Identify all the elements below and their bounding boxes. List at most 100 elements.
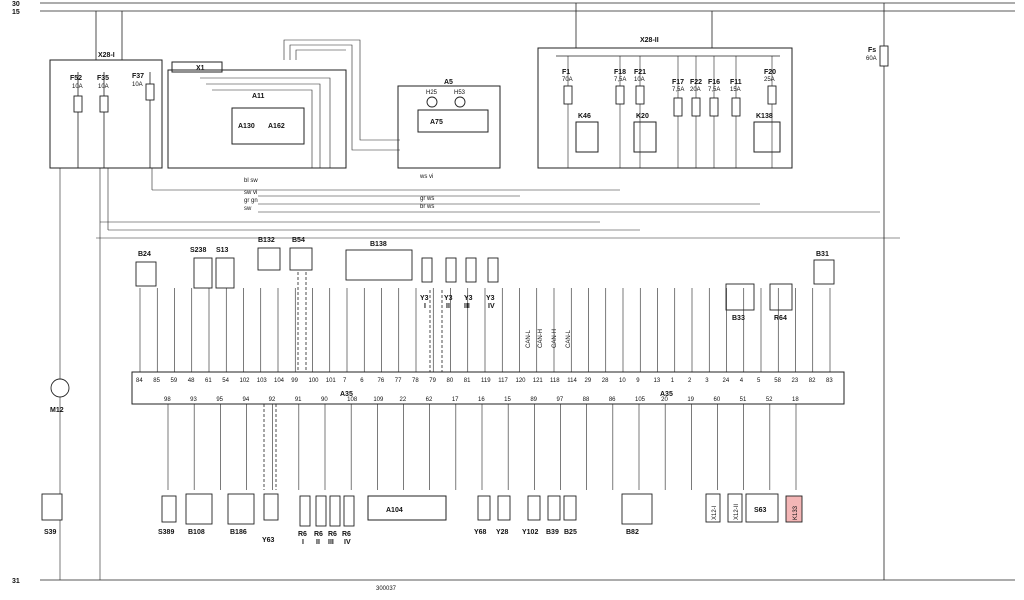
fuse-f37	[145, 83, 155, 101]
ecu-bottom-pin-number: 16	[478, 397, 485, 403]
ecu-top-pin-number: 54	[222, 378, 229, 384]
sensor-b24-label: B24	[138, 251, 151, 258]
lamp-h53-label: H53	[454, 90, 466, 96]
fuse-box-x28-i-label: X28-I	[98, 52, 115, 59]
module-a11-label: A11	[252, 93, 265, 100]
ecu-top-pin-number: 59	[171, 378, 178, 384]
ecu-bottom-pin-number: 60	[714, 397, 721, 403]
fuse-f52-name: F52	[70, 75, 82, 82]
ecu-bottom-pin-number: 94	[243, 397, 250, 403]
injector-y3-2-number: II	[446, 303, 450, 310]
sensor-b31	[813, 259, 835, 285]
can-label-4: CAN-L	[566, 329, 572, 348]
fuse-f20-rating: 25A	[764, 77, 775, 83]
injector-y3-2-label: Y3	[444, 295, 453, 302]
sensor-b31-label: B31	[816, 251, 829, 258]
glow-plug-r6-1-label: R6	[298, 531, 307, 538]
fuse-f16	[709, 97, 719, 117]
ecu-a35-label-right: A35	[660, 391, 673, 398]
wire-label-gr-ws: gr ws	[420, 196, 434, 202]
switch-s63	[745, 493, 779, 523]
fuse-f1-rating: 70A	[562, 77, 573, 83]
fuse-f16-rating: 7,5A	[708, 87, 720, 93]
relay-k138	[753, 121, 781, 153]
fuse-f52	[73, 95, 83, 113]
ecu-bottom-pin-number: 86	[609, 397, 616, 403]
ecu-top-pin-number: 119	[481, 378, 491, 384]
ecu-top-pin-number: 83	[826, 378, 833, 384]
ecu-bottom-pin-number: 52	[766, 397, 773, 403]
switch-s238	[193, 257, 213, 289]
module-a5-label: A5	[444, 79, 453, 86]
fuse-f21	[635, 85, 645, 105]
ecu-top-pin-number: 103	[257, 378, 268, 384]
relay-k133-label: K133	[793, 505, 799, 520]
ecu-bottom-pin-number: 20	[661, 397, 668, 403]
module-a5-frame	[397, 85, 501, 169]
fuse-f22	[691, 97, 701, 117]
fuse-box-x28-ii: X28-II F1 70A F18 7,5A F21 10A F17 7,5A …	[537, 3, 793, 169]
fuse-fs-rating: 60A	[866, 56, 877, 62]
ecu-top-pin-number: 4	[740, 378, 744, 384]
injector-y3-3-label: Y3	[464, 295, 473, 302]
ecu-bottom-pin-number: 15	[504, 397, 511, 403]
sensor-b39-label: B39	[546, 529, 559, 536]
connector-x12-i	[705, 493, 721, 523]
relay-k138-label: K138	[756, 113, 773, 120]
module-a11: X1 A11 A130 A162	[167, 39, 400, 169]
fuse-f52-rating: 10A	[72, 84, 83, 90]
injector-y3-3-number: III	[464, 303, 470, 310]
sensor-row: B24 S238 S13 B132 B54 B138 Y3 I Y3 II Y3…	[135, 237, 835, 372]
ecu-top-pin-number: 2	[688, 378, 692, 384]
ecu-bottom-pin-number: 109	[373, 397, 384, 403]
injector-y3-2	[445, 257, 457, 283]
ecu-top-pin-number: 101	[326, 378, 337, 384]
power-rails: 30 15 31	[12, 1, 1015, 585]
valve-y68	[477, 495, 491, 521]
relay-k133	[785, 495, 803, 523]
relay-k20	[633, 121, 657, 153]
glow-plug-r6-1	[299, 495, 311, 527]
glow-plug-r6-2	[315, 495, 327, 527]
ecu-top-pin-number: 3	[705, 378, 709, 384]
fuse-f1-name: F1	[562, 69, 570, 76]
ecu-top-pin-number: 79	[429, 378, 436, 384]
fuse-f11	[731, 97, 741, 117]
module-a5: A5 H25 H53 A75	[397, 79, 501, 169]
ecu-top-pin-number: 85	[153, 378, 160, 384]
switch-s389	[161, 495, 177, 523]
glow-plug-r6-3-number: III	[328, 539, 334, 546]
glow-plug-r6-3	[329, 495, 341, 527]
heater-r64	[769, 283, 793, 311]
fuse-fs-name: Fs	[868, 47, 876, 54]
fuse-f17-name: F17	[672, 79, 684, 86]
ecu-top-pin-number: 121	[533, 378, 544, 384]
ecu-bottom-pin-number: 108	[347, 397, 358, 403]
fuse-f11-name: F11	[730, 79, 742, 86]
fuse-box-x28-ii-label: X28-II	[640, 37, 659, 44]
module-a75-label: A75	[430, 119, 443, 126]
ecu-bottom-pin-number: 98	[164, 397, 171, 403]
switch-s13	[215, 257, 235, 289]
ecu-top-pin-number: 81	[464, 378, 471, 384]
sensor-b54	[289, 247, 313, 271]
switch-s39-label: S39	[44, 529, 57, 536]
module-a130-a162	[231, 107, 305, 145]
ecu-top-pin-number: 84	[136, 378, 143, 384]
ecu-bottom-pin-number: 92	[269, 397, 276, 403]
ecu-top-pin-number: 102	[240, 378, 251, 384]
ecu-top-pin-number: 7	[343, 378, 347, 384]
fuse-f1	[563, 85, 573, 105]
ecu-bottom-pin-number: 18	[792, 397, 799, 403]
ecu-top-pin-number: 118	[550, 378, 560, 384]
wire-label-br-ws: br ws	[420, 204, 434, 210]
ecu-top-pin-number: 5	[757, 378, 761, 384]
glow-plug-r6-1-number: I	[302, 539, 304, 546]
ecu-top-pin-number: 99	[291, 378, 298, 384]
module-a104	[367, 495, 447, 521]
connector-x1-label: X1	[196, 65, 205, 72]
doc-number: 300037	[376, 586, 397, 592]
wire-label-gr-gn: gr gn	[244, 198, 258, 204]
sensor-b108	[185, 493, 213, 525]
fuse-f11-rating: 15A	[730, 87, 741, 93]
